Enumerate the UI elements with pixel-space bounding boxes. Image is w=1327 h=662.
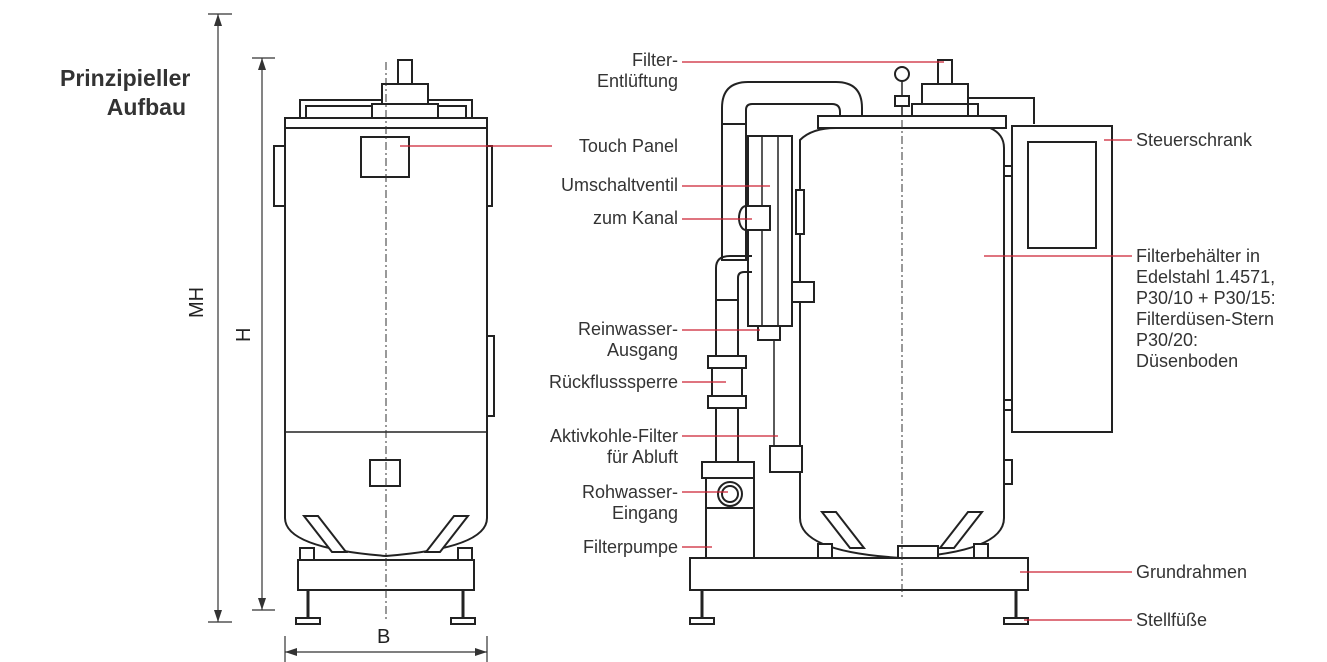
label-filterbehaelter-line1: Filterbehälter in (1136, 246, 1261, 266)
label-filterbehaelter-line3: P30/10 + P30/15: (1136, 288, 1276, 308)
label-aktivkohle-line1: Aktivkohle-Filter (549, 426, 678, 446)
label-reinwasser-line2: Ausgang (606, 340, 678, 360)
label-stellfuesse: Stellfüße (1136, 610, 1208, 630)
label-filterbehaelter-line5: P30/20: (1136, 330, 1199, 350)
label-rueckflusssperre: Rückflusssperre (548, 372, 678, 392)
label-filter-entlueftung-line1: Filter- (632, 50, 678, 70)
dimension-h (252, 57, 275, 611)
label-filterbehaelter-line4: Filterdüsen-Stern (1136, 309, 1275, 329)
label-reinwasser-ausgang: Reinwasser- Ausgang (500, 319, 678, 361)
title-line-2: Aufbau (106, 94, 186, 120)
label-filterbehaelter-line2: Edelstahl 1.4571, (1136, 267, 1276, 287)
label-zum-kanal: zum Kanal (592, 208, 678, 228)
dimension-mh (208, 13, 232, 623)
label-umschaltventil: Umschaltventil (560, 175, 678, 195)
label-filter-entlueftung-line2: Entlüftung (596, 71, 678, 91)
dimension-h-label: H (233, 327, 255, 342)
label-reinwasser-line1: Reinwasser- (577, 319, 678, 339)
dimension-b (284, 636, 488, 662)
front-view-unit (689, 59, 1113, 625)
label-touch-panel: Touch Panel (578, 136, 678, 156)
side-view-unit (273, 59, 495, 625)
title-line-1: Prinzipieller (60, 65, 191, 91)
label-grundrahmen: Grundrahmen (1136, 562, 1248, 582)
label-steuerschrank: Steuerschrank (1136, 130, 1253, 150)
label-filter-entlueftung: Filter- Entlüftung (500, 50, 678, 92)
label-rohwasser-line2: Eingang (611, 503, 678, 523)
label-filterbehaelter-line6: Düsenboden (1136, 351, 1239, 371)
dimension-mh-label: MH (186, 286, 208, 318)
dimension-b-label: B (377, 626, 391, 648)
label-rohwasser-eingang: Rohwasser- Eingang (500, 482, 678, 524)
label-aktivkohle-filter: Aktivkohle-Filter für Abluft (480, 426, 678, 468)
label-aktivkohle-line2: für Abluft (606, 447, 678, 467)
label-filterpumpe: Filterpumpe (582, 537, 678, 557)
label-rohwasser-line1: Rohwasser- (581, 482, 678, 502)
leader-lines (400, 61, 1132, 621)
label-filterbehaelter: Filterbehälter in Edelstahl 1.4571, P30/… (1136, 246, 1276, 372)
diagram-title: Prinzipieller Aufbau (60, 64, 191, 122)
